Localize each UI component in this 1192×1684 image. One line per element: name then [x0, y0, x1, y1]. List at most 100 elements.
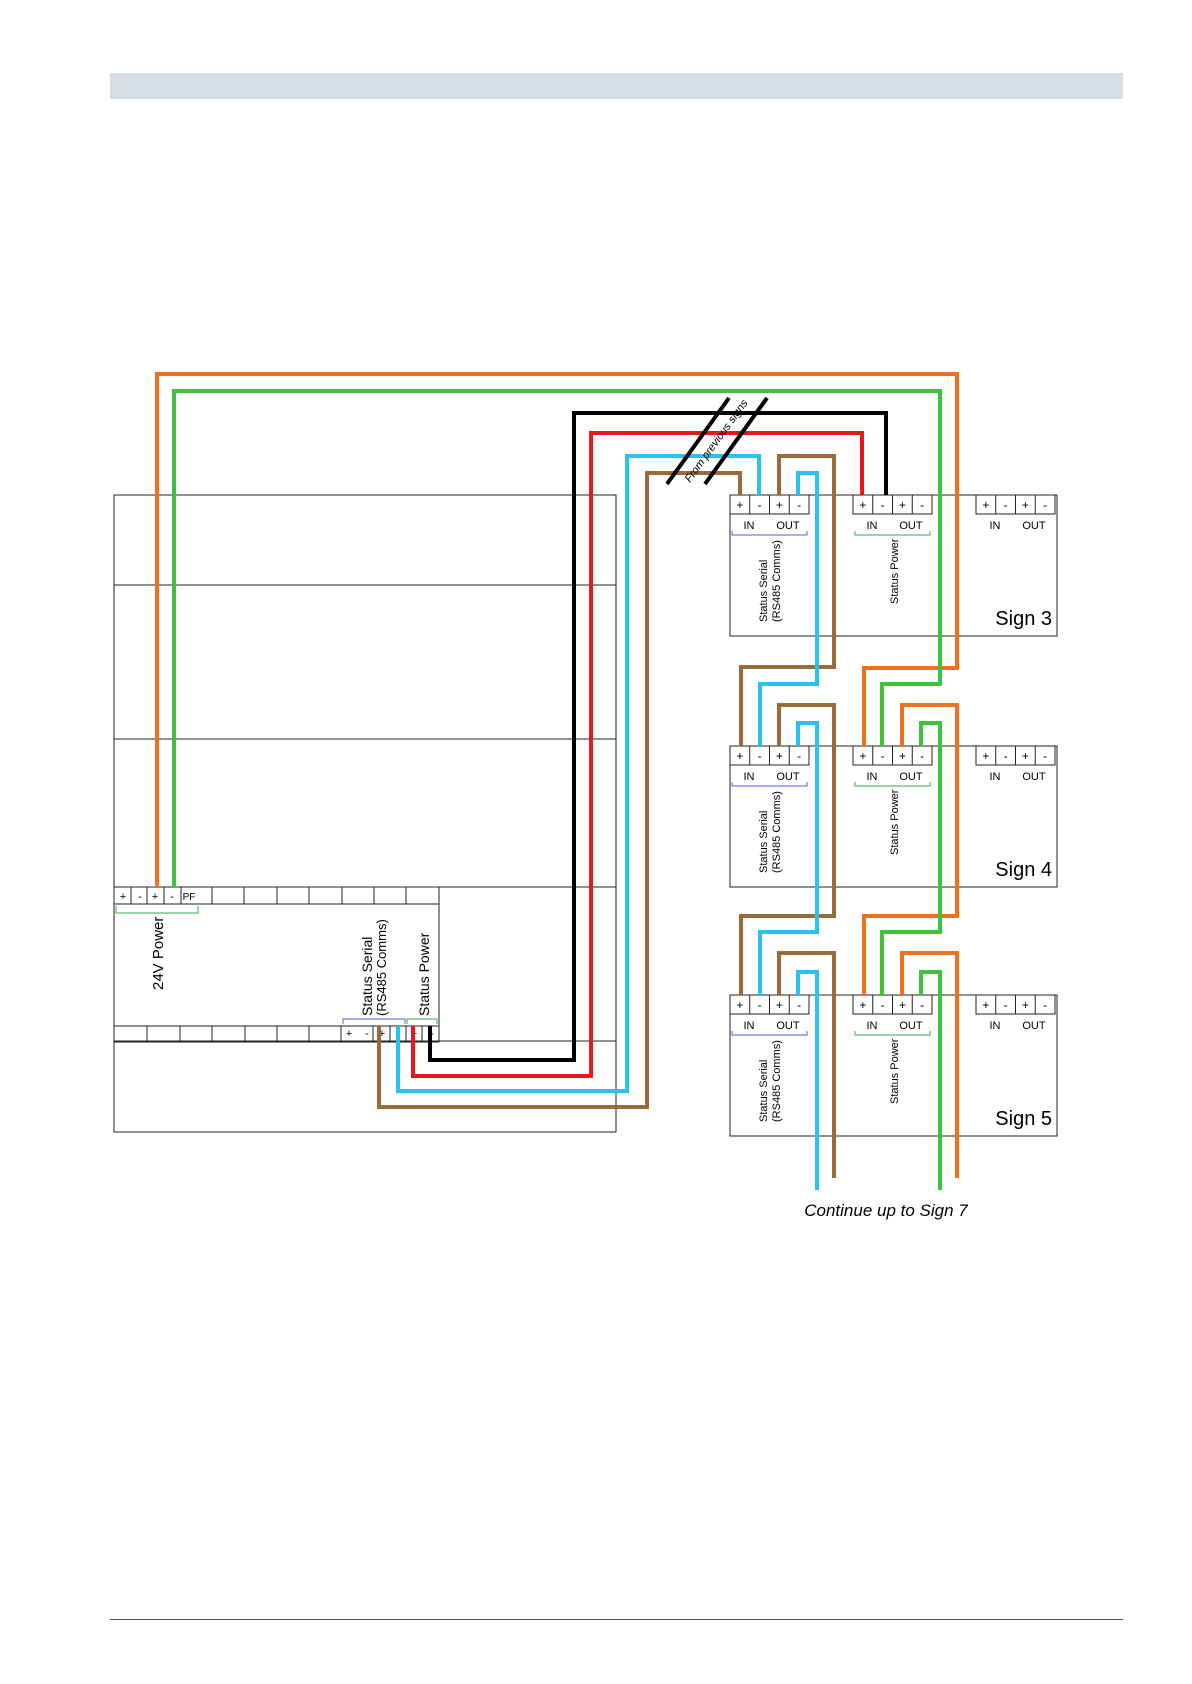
in-label: IN	[744, 771, 755, 783]
out-label: OUT	[776, 771, 800, 783]
wire-green-24v	[172, 389, 942, 887]
terminal-label: -	[758, 998, 762, 1012]
wire-orange-s4-s5	[862, 703, 959, 995]
sign-serial-sublabel: (RS485 Comms)	[771, 540, 783, 622]
sign-power-label: Status Power	[889, 1038, 901, 1104]
out-label: OUT	[776, 520, 800, 532]
bracket	[854, 1031, 931, 1036]
terminal-label: -	[881, 749, 885, 763]
wire-orange-s5-out	[900, 951, 959, 1178]
terminal-label: +	[899, 498, 906, 512]
terminal-label: -	[1043, 749, 1047, 763]
terminal-label: +	[982, 998, 989, 1012]
in-label: IN	[867, 771, 878, 783]
wire-cyan-s3-s4	[758, 471, 819, 746]
terminal-label: +	[736, 498, 743, 512]
bracket	[854, 531, 931, 536]
terminal-label: -	[797, 498, 801, 512]
controller-bottom-terminal-cells	[146, 1026, 423, 1042]
terminal-label: +	[776, 749, 783, 763]
terminal-label: +	[899, 998, 906, 1012]
controller-power-label: 24V Power	[150, 917, 167, 990]
terminal-label: +	[982, 498, 989, 512]
sign-serial-sublabel: (RS485 Comms)	[771, 1040, 783, 1122]
sign-serial-label: Status Serial	[758, 1060, 770, 1122]
terminal-label: +	[120, 891, 126, 903]
serial-bracket	[342, 1018, 406, 1024]
terminal-label: -	[430, 1028, 434, 1040]
in-label: IN	[990, 520, 1001, 532]
wires	[155, 372, 959, 1190]
terminal-label: -	[170, 891, 174, 903]
continue-note: Continue up to Sign 7	[804, 1201, 968, 1220]
bracket	[731, 782, 808, 787]
terminal-label: +	[776, 998, 783, 1012]
out-label: OUT	[899, 1020, 923, 1032]
wire-brown-s5-out	[777, 951, 836, 1178]
out-label: OUT	[1022, 520, 1046, 532]
in-label: IN	[990, 771, 1001, 783]
terminal-label: -	[797, 998, 801, 1012]
wire-brown-s4-s5	[739, 703, 836, 995]
terminal-label: -	[881, 498, 885, 512]
terminal-label: +	[736, 749, 743, 763]
wire-cyan-s5-out	[796, 970, 819, 1190]
controller-top-terminal-cells	[130, 887, 407, 904]
terminal-label: +	[859, 998, 866, 1012]
terminal-label: +	[1022, 749, 1029, 763]
in-label: IN	[867, 520, 878, 532]
terminal-label: +	[859, 749, 866, 763]
terminal-label: -	[881, 998, 885, 1012]
sign-name: Sign 5	[995, 1108, 1052, 1130]
terminal-label: -	[797, 749, 801, 763]
terminal-label: -	[1004, 998, 1008, 1012]
sign-serial-label: Status Serial	[758, 811, 770, 873]
cabinet-outline	[113, 494, 617, 1133]
terminal-label: -	[758, 749, 762, 763]
out-label: OUT	[1022, 1020, 1046, 1032]
sign-name: Sign 4	[995, 859, 1052, 881]
wire-brown-s3-s4	[739, 454, 836, 746]
break-slash	[703, 396, 769, 486]
terminal-label: -	[920, 749, 924, 763]
out-label: OUT	[776, 1020, 800, 1032]
in-label: IN	[867, 1020, 878, 1032]
terminal-label: +	[1022, 998, 1029, 1012]
terminal-label: +	[899, 749, 906, 763]
terminal-label: -	[1043, 998, 1047, 1012]
wire-red-serial	[411, 431, 864, 1078]
page-footer-rule	[110, 1619, 1123, 1620]
out-label: OUT	[899, 771, 923, 783]
terminal-label: -	[920, 498, 924, 512]
wire-green-s5-out	[919, 970, 942, 1190]
in-label: IN	[744, 1020, 755, 1032]
wire-cyan-s4-s5	[758, 721, 819, 995]
power-bracket	[115, 906, 199, 914]
terminal-label: +	[346, 1028, 352, 1040]
controller-status-power-label: Status Power	[416, 932, 432, 1016]
terminal-label: +	[736, 998, 743, 1012]
wire-cyan-serial	[396, 454, 761, 1093]
terminal-label: -	[138, 891, 142, 903]
terminal-label: +	[859, 498, 866, 512]
page-header-bar	[110, 73, 1123, 99]
controller-power-terminals: + - + - PF	[115, 891, 199, 914]
terminal-label: +	[152, 891, 158, 903]
sign-name: Sign 3	[995, 608, 1052, 630]
terminal-label: -	[920, 998, 924, 1012]
controller-serial-label: Status Serial	[359, 937, 375, 1016]
bracket	[731, 531, 808, 536]
bracket	[731, 1031, 808, 1036]
